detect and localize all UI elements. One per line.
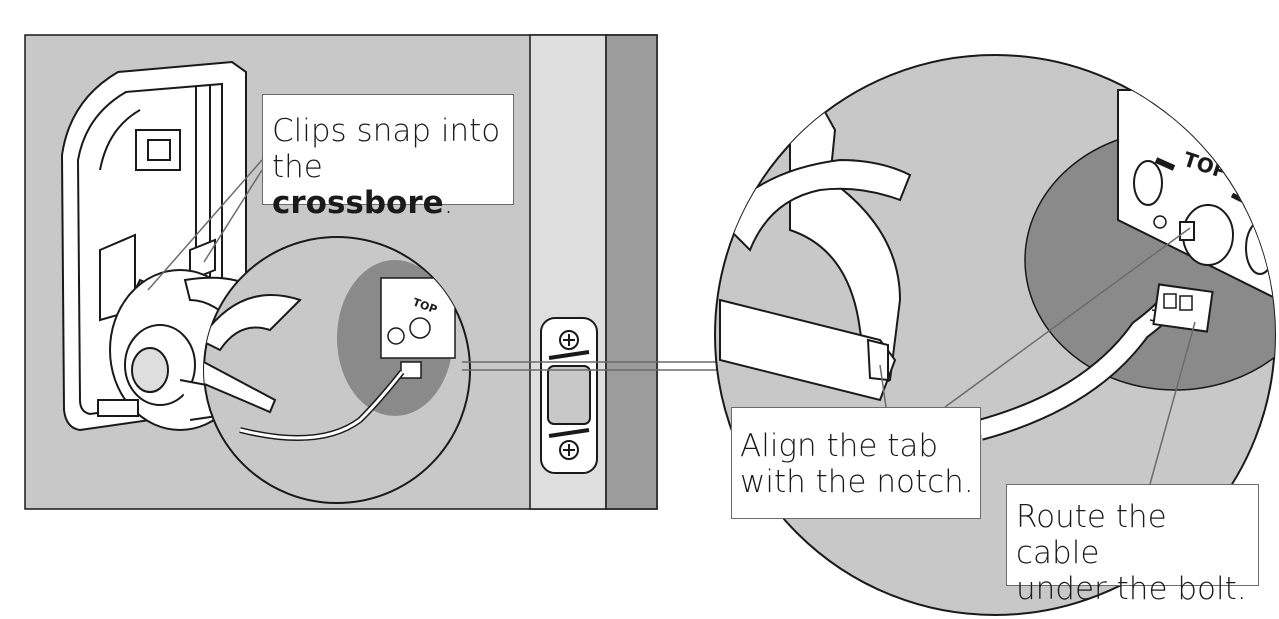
callout-clips-snap: Clips snap into the crossbore. — [262, 94, 514, 221]
callout-align-line1: Align the tab — [740, 428, 939, 464]
callout-align-line2: with the notch. — [740, 464, 974, 500]
detail-circle-small: TOP — [203, 236, 471, 504]
callout-clips-line1: Clips snap into — [272, 113, 501, 149]
mounting-plate — [60, 60, 275, 432]
crossbore-leader-lines — [147, 159, 263, 291]
strike-plate — [540, 317, 598, 474]
crossbore-term: crossbore — [272, 185, 444, 221]
zoom-leader-lines — [879, 227, 1196, 485]
callout-align-tab: Align the tab with the notch. — [731, 407, 981, 519]
callout-route-line2: under the bolt. — [1016, 571, 1247, 607]
callout-clips-line2: the crossbore. — [272, 149, 454, 221]
callout-route-line1: Route the cable — [1016, 499, 1167, 571]
callout-route-cable: Route the cable under the bolt. — [1006, 484, 1259, 607]
zoom-connector — [462, 361, 730, 371]
